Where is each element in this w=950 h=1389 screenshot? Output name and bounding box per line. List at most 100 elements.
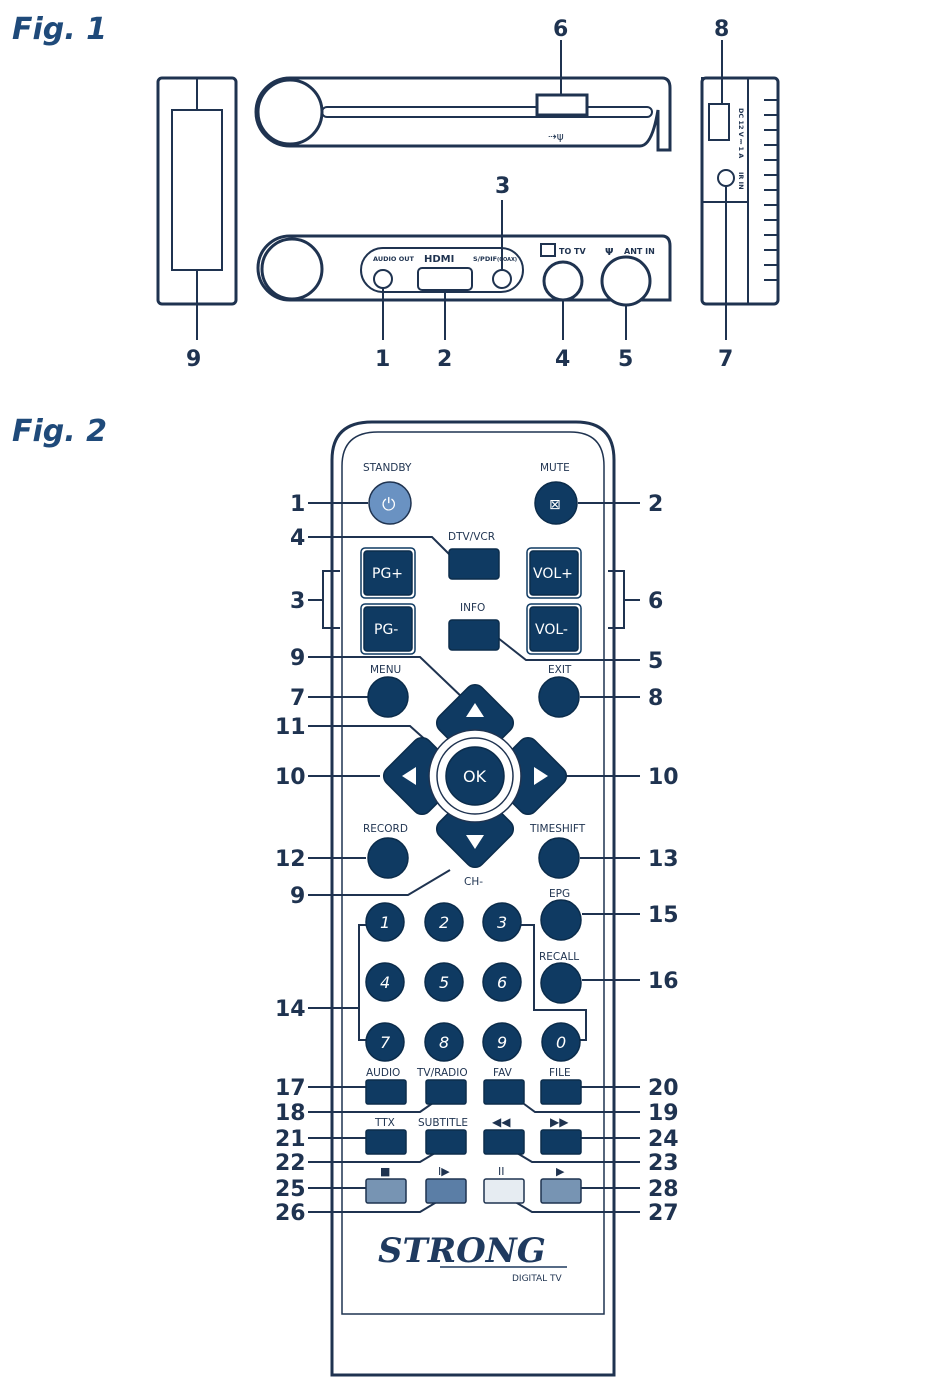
step-play-button[interactable]	[425, 1178, 467, 1204]
callout-20: 20	[648, 1076, 679, 1101]
callout-25: 25	[275, 1177, 306, 1202]
fig1-callout-9: 9	[186, 347, 201, 372]
fig1-title: Fig. 1	[12, 12, 107, 47]
digit-2-text: 2	[439, 913, 449, 932]
fig1-callout-6: 6	[553, 17, 568, 42]
subtitle-button[interactable]	[425, 1129, 467, 1155]
timeshift-button[interactable]	[538, 837, 580, 879]
vol-plus-text: VOL+	[533, 566, 573, 582]
device-left-side	[156, 76, 238, 306]
pg-minus-button[interactable]	[363, 606, 413, 652]
to-tv-label: TO TV	[559, 247, 587, 256]
callout-10b: 10	[648, 765, 679, 790]
digit-5-button[interactable]	[424, 962, 464, 1002]
callout-14: 14	[275, 997, 306, 1022]
callout-9b: 9	[290, 884, 305, 909]
digit-1-text: 1	[380, 913, 390, 932]
ok-button[interactable]	[445, 746, 505, 806]
callout-21: 21	[275, 1127, 306, 1152]
digit-8-button[interactable]	[424, 1022, 464, 1062]
power-icon: ⏻	[382, 495, 396, 515]
stop-button[interactable]	[365, 1178, 407, 1204]
recall-button[interactable]	[540, 962, 582, 1004]
digit-8-text: 8	[439, 1033, 449, 1052]
callout-17: 17	[275, 1076, 306, 1101]
digit-3-text: 3	[497, 913, 507, 932]
dpad: OK	[382, 683, 568, 869]
callout-27: 27	[648, 1201, 679, 1226]
epg-label: EPG	[549, 888, 570, 900]
fig1-callout-2: 2	[437, 347, 452, 372]
callout-7: 7	[290, 686, 305, 711]
usb-icon: ⇢ψ	[548, 131, 564, 143]
digit-9-button[interactable]	[482, 1022, 522, 1062]
callout-15: 15	[648, 903, 679, 928]
digit-6-text: 6	[497, 973, 507, 992]
epg-button[interactable]	[540, 899, 582, 941]
pg-minus-text: PG-	[374, 622, 398, 638]
dtv-vcr-button[interactable]	[448, 548, 500, 580]
remote-callout-lines	[308, 502, 640, 1213]
menu-label: MENU	[370, 664, 401, 676]
fast-forward-button[interactable]	[540, 1129, 582, 1155]
callout-12: 12	[275, 847, 306, 872]
file-label: FILE	[549, 1067, 571, 1079]
digit-7-text: 7	[380, 1033, 391, 1052]
dtv-vcr-label: DTV/VCR	[448, 531, 495, 543]
digit-6-button[interactable]	[482, 962, 522, 1002]
info-button[interactable]	[448, 619, 500, 651]
play-button[interactable]	[540, 1178, 582, 1204]
digit-2-button[interactable]	[424, 902, 464, 942]
callout-10a: 10	[275, 765, 306, 790]
callout-18: 18	[275, 1101, 306, 1126]
digit-0-text: 0	[556, 1033, 566, 1052]
dc-label: DC 12 V ⎓ 1 A	[737, 108, 745, 158]
digit-7-button[interactable]	[365, 1022, 405, 1062]
ttx-label: TTX	[374, 1117, 395, 1129]
callout-4: 4	[290, 526, 305, 551]
vol-minus-button[interactable]	[529, 606, 579, 652]
audio-button[interactable]	[365, 1079, 407, 1105]
digit-0-button[interactable]	[541, 1022, 581, 1062]
standby-label: STANDBY	[363, 462, 412, 474]
audio-label: AUDIO	[366, 1067, 400, 1079]
menu-button[interactable]	[367, 676, 409, 718]
record-label: RECORD	[363, 823, 408, 835]
callout-11: 11	[275, 715, 306, 740]
pause-button[interactable]	[483, 1178, 525, 1204]
callout-6: 6	[648, 589, 663, 614]
mute-label: MUTE	[540, 462, 570, 474]
rewind-icon: ◀◀	[492, 1115, 511, 1129]
exit-button[interactable]	[538, 676, 580, 718]
callout-13: 13	[648, 847, 679, 872]
rewind-button[interactable]	[483, 1129, 525, 1155]
hdmi-label: HDMI	[424, 254, 454, 265]
vol-plus-button[interactable]	[529, 550, 579, 596]
fav-button[interactable]	[483, 1079, 525, 1105]
callout-8: 8	[648, 686, 663, 711]
ttx-button[interactable]	[365, 1129, 407, 1155]
tv-radio-label: TV/RADIO	[416, 1067, 468, 1079]
callout-5: 5	[648, 649, 663, 674]
digit-4-button[interactable]	[365, 962, 405, 1002]
pg-plus-text: PG+	[372, 566, 403, 582]
callout-22: 22	[275, 1151, 306, 1176]
callout-28: 28	[648, 1177, 679, 1202]
standby-button[interactable]	[368, 481, 412, 525]
pg-plus-button[interactable]	[363, 550, 413, 596]
callout-26: 26	[275, 1201, 306, 1226]
callout-1: 1	[290, 492, 305, 517]
mute-icon: ⊠	[549, 497, 561, 513]
digit-3-button[interactable]	[482, 902, 522, 942]
arrow-right-icon	[534, 767, 548, 785]
file-button[interactable]	[540, 1079, 582, 1105]
mute-button[interactable]	[534, 481, 578, 525]
digit-4-text: 4	[380, 973, 390, 992]
ch-minus-label: CH-	[464, 876, 483, 888]
brand-subtitle: DIGITAL TV	[512, 1274, 563, 1284]
digit-1-button[interactable]	[365, 902, 405, 942]
play-icon: ▶	[556, 1165, 565, 1178]
record-button[interactable]	[367, 837, 409, 879]
tv-radio-button[interactable]	[425, 1079, 467, 1105]
